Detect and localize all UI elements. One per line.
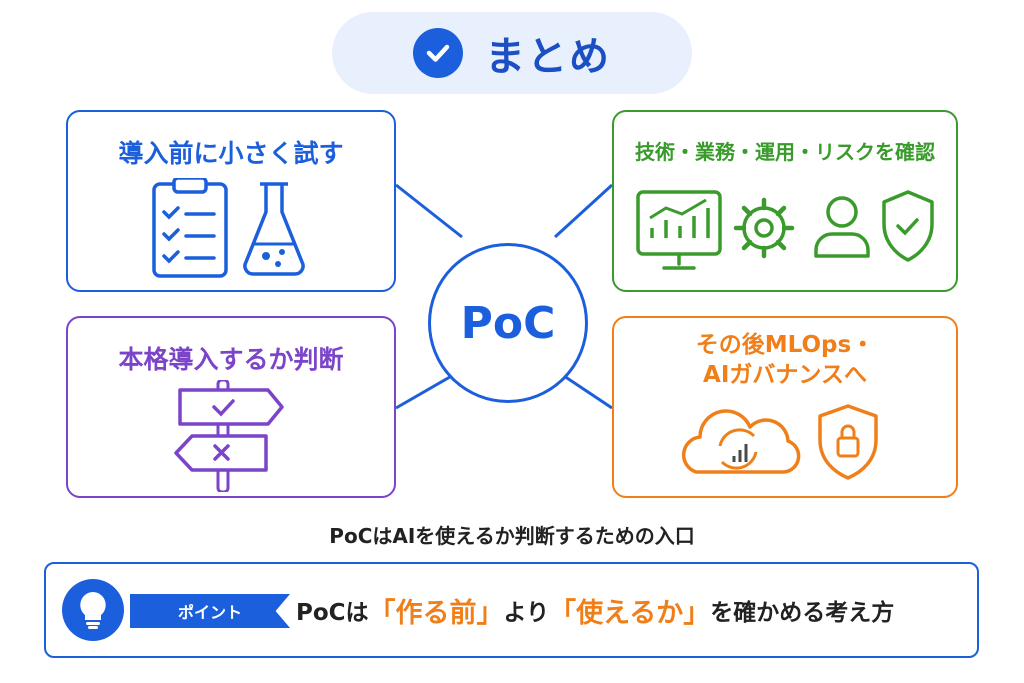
monitor-chart-icon xyxy=(636,190,722,270)
point-tag: ポイント xyxy=(130,594,290,628)
point-text-part3: を確かめる考え方 xyxy=(710,600,895,626)
point-box: ポイント PoCは 「作る前」 より 「使えるか」 を確かめる考え方 xyxy=(44,562,979,658)
next-steps-icons xyxy=(681,404,878,480)
gear-icon xyxy=(733,197,795,259)
card-title-line2: AIガバナンスへ xyxy=(703,362,867,388)
signpost-icon xyxy=(174,380,284,492)
flask-icon xyxy=(243,182,305,276)
card-title: 導入前に小さく試す xyxy=(118,139,344,168)
cloud-cycle-icon xyxy=(681,409,801,474)
center-label: PoC xyxy=(460,297,556,349)
card-decide: 本格導入するか判断 xyxy=(66,316,396,498)
point-text-part2: より xyxy=(503,600,550,626)
point-text-part1: PoCは xyxy=(296,600,369,626)
point-highlight1: 「作る前」 xyxy=(368,597,504,629)
center-node: PoC xyxy=(428,243,588,403)
check-circle-icon xyxy=(413,28,463,78)
lightbulb-icon xyxy=(62,579,124,641)
shield-check-icon xyxy=(882,190,934,262)
card-try-small: 導入前に小さく試す xyxy=(66,110,396,292)
card-check-aspects: 技術・業務・運用・リスクを確認 xyxy=(612,110,958,292)
card-title-line1: その後MLOps・ xyxy=(695,332,875,358)
card-title: 本格導入するか判断 xyxy=(118,345,344,374)
card-title: 技術・業務・運用・リスクを確認 xyxy=(635,140,935,164)
card-next-steps: その後MLOps・ AIガバナンスへ xyxy=(612,316,958,498)
title-pill: まとめ xyxy=(332,12,692,94)
caption: PoCはAIを使えるか判断するための入口 xyxy=(329,524,695,548)
point-highlight2: 「使えるか」 xyxy=(549,597,711,629)
clipboard-checklist-icon xyxy=(152,178,305,278)
shield-lock-icon xyxy=(818,404,878,480)
point-text: PoCは 「作る前」 より 「使えるか」 を確かめる考え方 xyxy=(296,564,894,656)
person-icon xyxy=(814,196,870,258)
page-title: まとめ xyxy=(485,34,611,80)
aspect-icons xyxy=(636,190,934,270)
